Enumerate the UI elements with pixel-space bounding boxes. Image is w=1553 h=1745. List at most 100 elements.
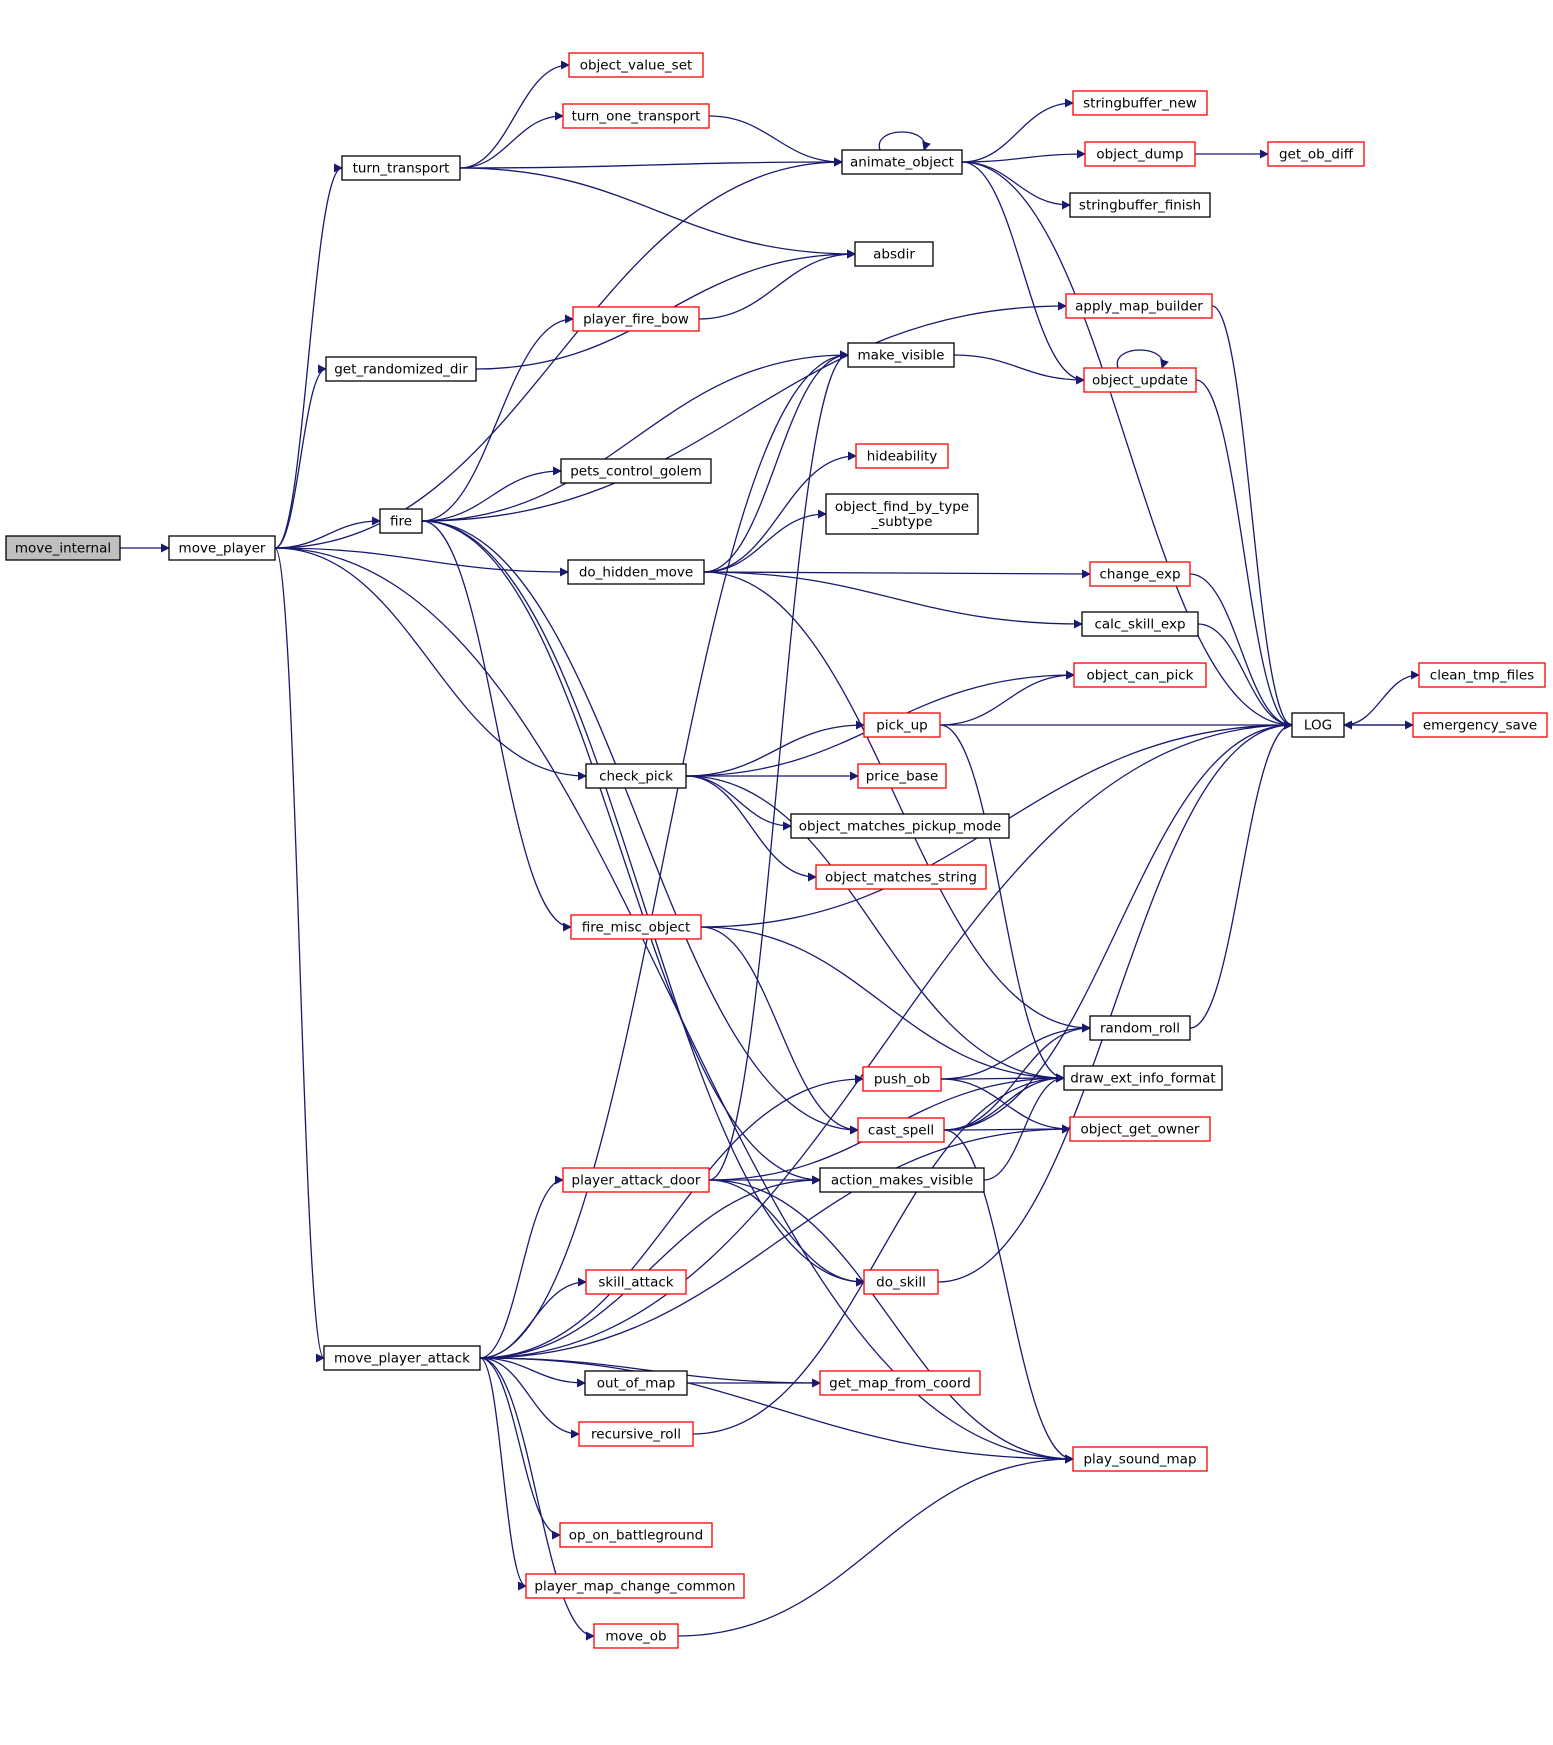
edge-arrow	[274, 516, 381, 549]
node-do_skill[interactable]: do_skill	[863, 1269, 939, 1295]
node-label: make_visible	[858, 348, 945, 364]
edge-push_ob-to-random_roll	[940, 1023, 1091, 1080]
node-recursive_roll[interactable]: recursive_roll	[578, 1421, 694, 1447]
node-label: player_map_change_common	[534, 1579, 735, 1595]
node-move_player[interactable]: move_player	[168, 535, 276, 561]
edge-arrow	[677, 1454, 1074, 1637]
node-object_find_by_type_subtype[interactable]: object_find_by_type_subtype	[825, 493, 979, 535]
node-apply_map_builder[interactable]: apply_map_builder	[1065, 293, 1213, 319]
node-move_ob[interactable]: move_ob	[593, 1623, 679, 1649]
node-animate_object[interactable]: animate_object	[841, 149, 963, 175]
node-label: random_roll	[1100, 1021, 1180, 1037]
edge-arrow	[708, 1179, 1074, 1464]
edge-arrow	[479, 1357, 595, 1641]
node-do_hidden_move[interactable]: do_hidden_move	[567, 559, 705, 585]
node-player_fire_bow[interactable]: player_fire_bow	[572, 306, 700, 332]
node-turn_one_transport[interactable]: turn_one_transport	[562, 103, 710, 129]
edge-move_player-to-fire	[274, 516, 381, 549]
node-stringbuffer_finish[interactable]: stringbuffer_finish	[1069, 192, 1211, 218]
edge-do_hidden_move-to-calc_skill_exp	[703, 571, 1083, 629]
node-get_randomized_dir[interactable]: get_randomized_dir	[325, 356, 477, 382]
node-cast_spell[interactable]: cast_spell	[857, 1117, 945, 1143]
node-get_map_from_coord[interactable]: get_map_from_coord	[819, 1370, 981, 1396]
edge-pick_up-to-draw_ext_info_format	[939, 724, 1065, 1083]
node-check_pick[interactable]: check_pick	[585, 763, 687, 789]
node-player_attack_door[interactable]: player_attack_door	[562, 1167, 710, 1193]
edge-arrow	[479, 1357, 580, 1439]
node-label: draw_ext_info_format	[1070, 1071, 1215, 1087]
node-pets_control_golem[interactable]: pets_control_golem	[560, 458, 712, 484]
node-label: move_ob	[605, 1629, 666, 1645]
node-calc_skill_exp[interactable]: calc_skill_exp	[1081, 611, 1199, 637]
node-box	[559, 1522, 713, 1548]
node-label: stringbuffer_new	[1083, 96, 1197, 112]
edge-arrow	[708, 1179, 865, 1287]
node-object_update[interactable]: object_update	[1083, 367, 1197, 393]
node-box	[572, 306, 700, 332]
node-price_base[interactable]: price_base	[857, 763, 947, 789]
edge-check_pick-to-pick_up	[685, 720, 865, 777]
node-box	[863, 712, 941, 738]
node-box	[790, 813, 1010, 839]
edge-arrow	[274, 547, 325, 1363]
node-box	[567, 559, 705, 585]
node-draw_ext_info_format[interactable]: draw_ext_info_format	[1063, 1065, 1223, 1091]
node-make_visible[interactable]: make_visible	[847, 342, 955, 368]
node-LOG[interactable]: LOG	[1291, 712, 1345, 738]
node-emergency_save[interactable]: emergency_save	[1412, 712, 1548, 738]
node-move_internal[interactable]: move_internal	[5, 535, 121, 561]
edge-arrow	[939, 670, 1075, 726]
node-play_sound_map[interactable]: play_sound_map	[1072, 1446, 1208, 1472]
edge-arrow	[479, 1175, 564, 1359]
node-label: clean_tmp_files	[1430, 668, 1534, 684]
node-object_value_set[interactable]: object_value_set	[568, 52, 704, 78]
node-box	[568, 52, 704, 78]
node-object_dump[interactable]: object_dump	[1084, 141, 1196, 167]
edge-arrow	[698, 249, 856, 320]
node-label: recursive_roll	[591, 1427, 681, 1443]
node-fire[interactable]: fire	[379, 508, 423, 534]
node-skill_attack[interactable]: skill_attack	[585, 1269, 687, 1295]
node-pick_up[interactable]: pick_up	[863, 712, 941, 738]
edge-move_player_attack-to-action_makes_visible	[479, 1175, 821, 1359]
node-turn_transport[interactable]: turn_transport	[341, 155, 461, 181]
node-object_get_owner[interactable]: object_get_owner	[1069, 1116, 1211, 1142]
node-out_of_map[interactable]: out_of_map	[584, 1370, 688, 1396]
node-op_on_battleground[interactable]: op_on_battleground	[559, 1522, 713, 1548]
node-box	[584, 1370, 688, 1396]
node-object_matches_string[interactable]: object_matches_string	[815, 864, 987, 890]
node-box	[1418, 662, 1546, 688]
node-player_map_change_common[interactable]: player_map_change_common	[525, 1573, 745, 1599]
node-push_ob[interactable]: push_ob	[862, 1066, 942, 1092]
node-box	[593, 1623, 679, 1649]
edge-move_player-to-do_hidden_move	[274, 547, 569, 577]
node-action_makes_visible[interactable]: action_makes_visible	[819, 1167, 985, 1193]
node-label: object_matches_pickup_mode	[799, 819, 1001, 835]
node-label: push_ob	[874, 1072, 930, 1088]
node-fire_misc_object[interactable]: fire_misc_object	[570, 914, 702, 940]
node-object_matches_pickup_mode[interactable]: object_matches_pickup_mode	[790, 813, 1010, 839]
node-label: move_player_attack	[334, 1351, 470, 1367]
node-get_ob_diff[interactable]: get_ob_diff	[1267, 141, 1365, 167]
node-label: price_base	[866, 769, 939, 785]
node-box	[525, 1573, 745, 1599]
edge-move_player-to-move_player_attack	[274, 547, 325, 1363]
edge-turn_transport-to-turn_one_transport	[459, 111, 564, 169]
node-stringbuffer_new[interactable]: stringbuffer_new	[1072, 90, 1208, 116]
edge-arrow	[459, 111, 564, 169]
node-move_player_attack[interactable]: move_player_attack	[323, 1345, 481, 1371]
node-absdir[interactable]: absdir	[854, 241, 934, 267]
node-random_roll[interactable]: random_roll	[1089, 1015, 1191, 1041]
node-change_exp[interactable]: change_exp	[1089, 561, 1191, 587]
edge-fire-to-apply_map_builder	[421, 301, 1067, 522]
node-hideability[interactable]: hideability	[855, 443, 949, 469]
node-clean_tmp_files[interactable]: clean_tmp_files	[1418, 662, 1546, 688]
node-box	[1081, 611, 1199, 637]
edge-move_player-to-play_sound_map	[274, 547, 1074, 1464]
edge-arrow	[953, 354, 1085, 385]
edge-arrow	[1343, 670, 1420, 726]
edge-arrow	[421, 301, 1067, 522]
node-object_can_pick[interactable]: object_can_pick	[1073, 662, 1207, 688]
node-box	[815, 864, 987, 890]
